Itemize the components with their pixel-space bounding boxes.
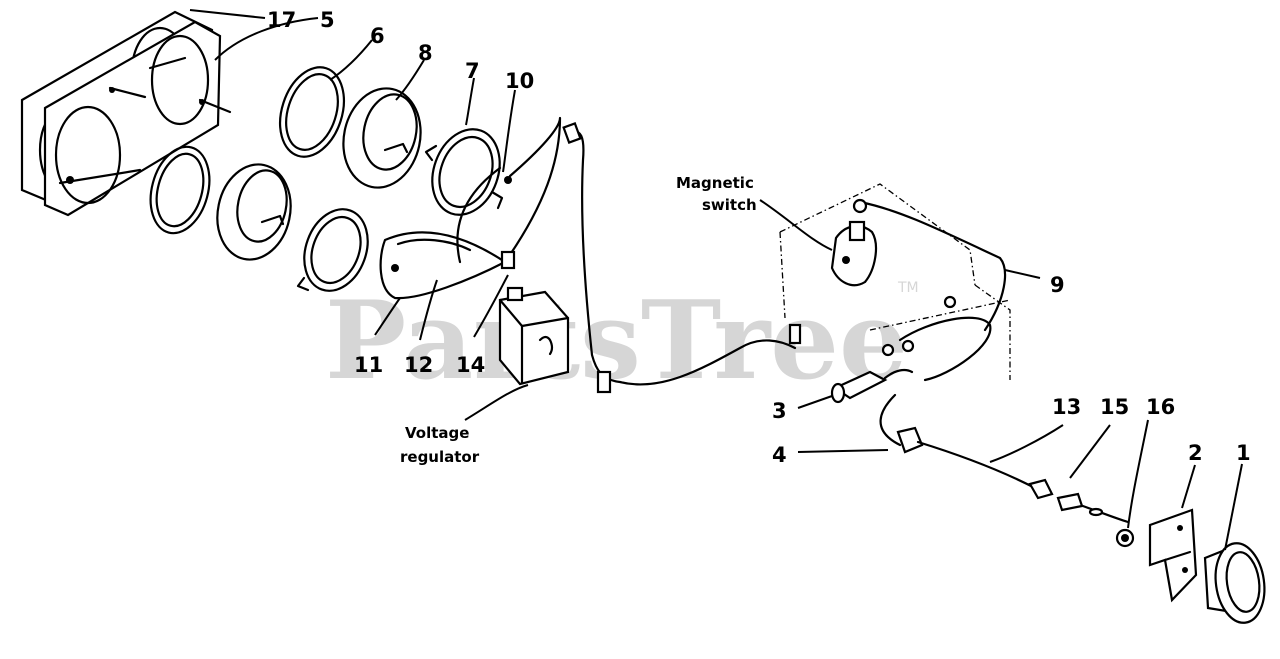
voltage-regulator xyxy=(498,286,570,386)
part-15-terminal xyxy=(1056,492,1104,517)
watermark-trademark: TM xyxy=(897,280,919,296)
callout-1: 1 xyxy=(1236,441,1251,465)
callout-10: 10 xyxy=(505,69,534,93)
callout-16: 16 xyxy=(1146,395,1175,419)
main-cable xyxy=(562,122,797,394)
part-5-panel xyxy=(43,20,232,217)
part-1-light xyxy=(1203,542,1266,624)
callout-9: 9 xyxy=(1050,273,1065,297)
part-3-plug xyxy=(830,368,914,404)
label-magnetic-switch-line1: Magnetic xyxy=(676,174,754,192)
leader-lines xyxy=(189,9,1243,551)
part-6-ring xyxy=(149,66,345,235)
label-voltage-regulator-line2: regulator xyxy=(400,448,480,466)
callout-14: 14 xyxy=(456,353,485,377)
callout-15: 15 xyxy=(1100,395,1129,419)
callout-2: 2 xyxy=(1188,441,1203,465)
callout-11: 11 xyxy=(354,353,383,377)
callout-12: 12 xyxy=(404,353,433,377)
wire-harness xyxy=(379,116,562,300)
callout-13: 13 xyxy=(1052,395,1081,419)
callout-7: 7 xyxy=(465,59,480,83)
callout-4: 4 xyxy=(772,443,787,467)
part-16-grommet xyxy=(1115,528,1135,548)
label-magnetic-switch-line2: switch xyxy=(702,196,757,214)
watermark: PartsTree xyxy=(325,278,908,404)
callout-17: 17 xyxy=(267,8,296,32)
callout-3: 3 xyxy=(772,399,787,423)
callout-5: 5 xyxy=(320,8,335,32)
label-voltage-regulator-line1: Voltage xyxy=(405,424,469,442)
callout-8: 8 xyxy=(418,41,433,65)
magnetic-switch-assembly xyxy=(779,183,1011,382)
part-8-gauge xyxy=(216,87,422,261)
callout-6: 6 xyxy=(370,24,385,48)
part-2-bracket xyxy=(1148,508,1198,603)
part-7-bracket xyxy=(296,128,504,292)
part-4-connector xyxy=(879,393,924,454)
part-13-cable xyxy=(916,440,1130,524)
